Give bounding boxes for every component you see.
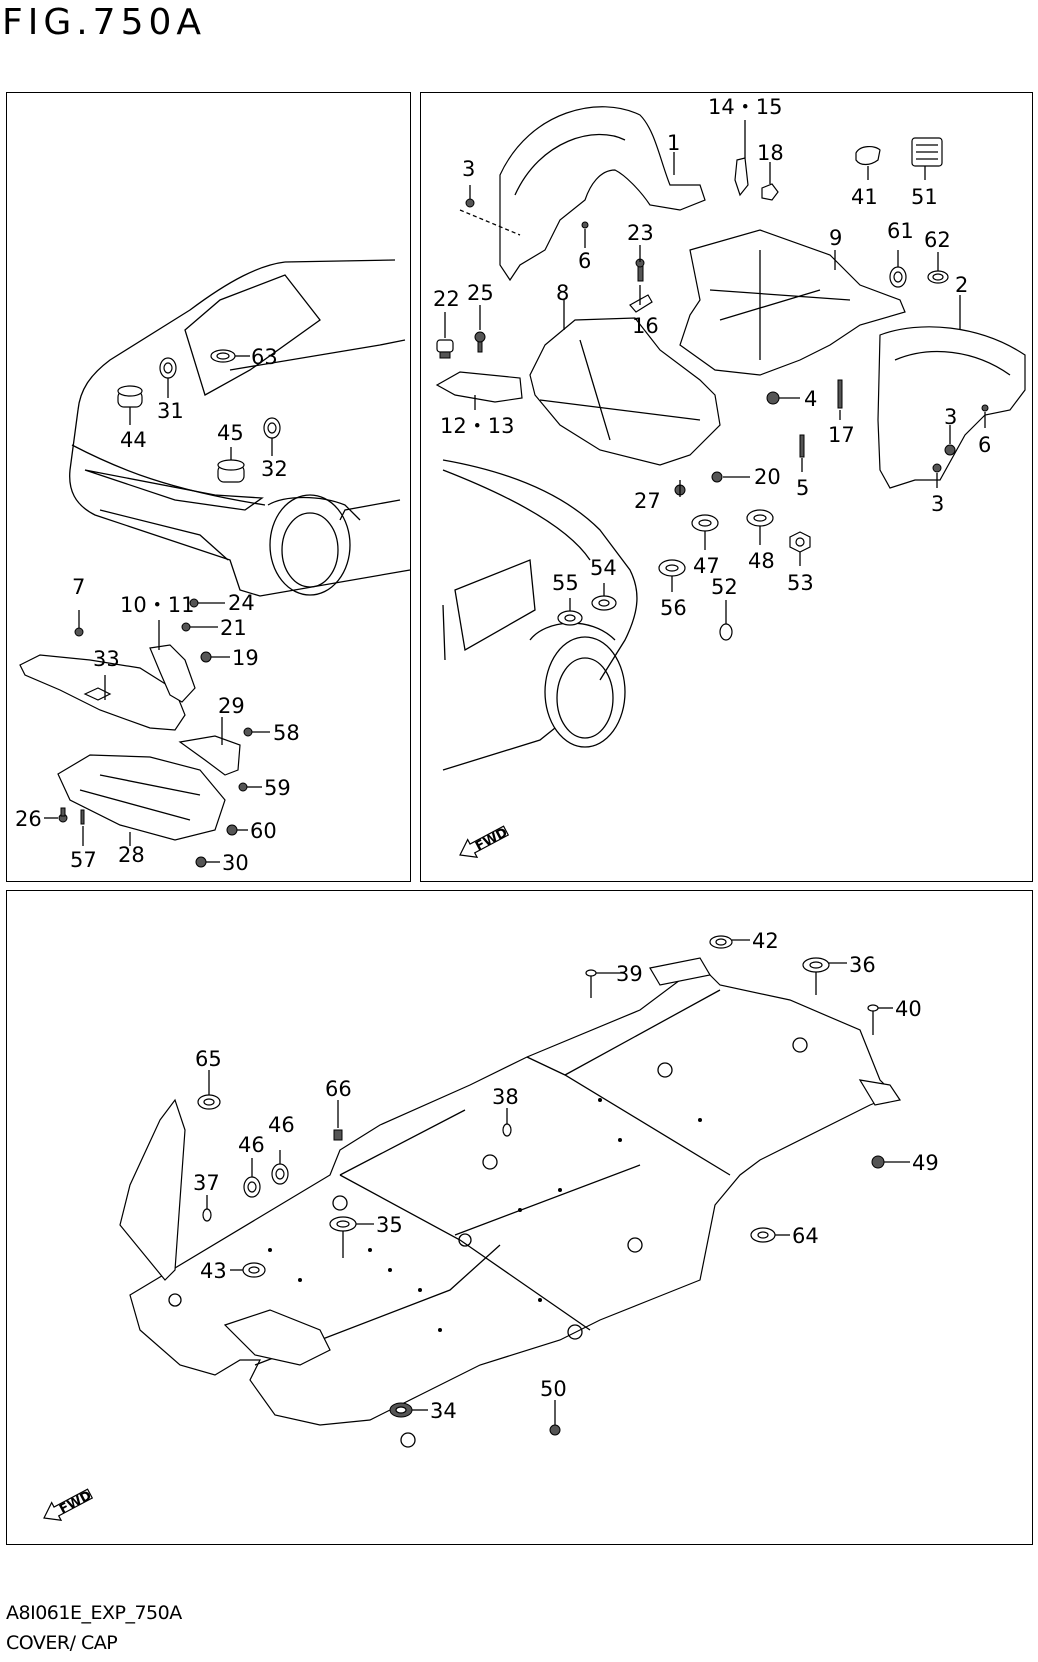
callout-label: 27 [634, 489, 661, 513]
figure-title: FIG.750A [2, 2, 207, 43]
callout-label: 6 [978, 433, 991, 457]
callout-label: 5 [796, 476, 809, 500]
bottom-leader-lines [206, 939, 910, 1425]
callout-label: 29 [218, 694, 245, 718]
callout-label: 53 [787, 571, 814, 595]
callout-label: 28 [118, 843, 145, 867]
callout-label: 36 [849, 953, 876, 977]
callout-label: 37 [193, 1171, 220, 1195]
callout-label: 48 [748, 549, 775, 573]
callout-label: 6 [578, 249, 591, 273]
panel-right [420, 92, 1033, 882]
callout-label: 40 [895, 997, 922, 1021]
callout-label: 31 [157, 399, 184, 423]
callout-label: 65 [195, 1047, 222, 1071]
callout-label: 12・13 [440, 414, 514, 438]
callout-label: 50 [540, 1377, 567, 1401]
callout-label: 60 [250, 819, 277, 843]
callout-label: 61 [887, 219, 914, 243]
callout-label: 7 [72, 575, 85, 599]
fwd-label: FWD [57, 1488, 94, 1517]
callout-label: 44 [120, 428, 147, 452]
callout-label: 30 [222, 851, 249, 875]
fwd-arrow-right: FWD [459, 825, 510, 859]
callout-label: 57 [70, 848, 97, 872]
callout-label: 47 [693, 554, 720, 578]
fwd-label: FWD [473, 825, 510, 854]
right-vehicle-side-drawing [442, 459, 638, 771]
callout-label: 63 [251, 345, 278, 369]
right-parts [435, 106, 1026, 641]
callout-label: 8 [556, 281, 569, 305]
callout-label: 10・11 [120, 593, 194, 617]
fwd-arrow-bottom: FWD [43, 1488, 94, 1522]
callout-label: 38 [492, 1085, 519, 1109]
bottom-parts [197, 935, 885, 1436]
callout-label: 9 [829, 226, 842, 250]
callout-label: 23 [627, 221, 654, 245]
callout-label: 43 [200, 1259, 227, 1283]
callout-label: 16 [632, 314, 659, 338]
right-callout-labels: 14・15 1 18 41 51 3 6 23 9 61 62 2 22 25 … [433, 95, 991, 620]
left-vehicle-front-drawing [69, 259, 411, 597]
callout-label: 14・15 [708, 95, 782, 119]
callout-label: 19 [232, 646, 259, 670]
callout-label: 46 [238, 1133, 265, 1157]
floor-under-cover-drawing [119, 957, 901, 1448]
callout-label: 26 [15, 807, 42, 831]
bottom-callout-labels: 42 36 39 40 65 66 38 46 46 49 37 35 64 4… [193, 929, 939, 1423]
callout-label: 4 [804, 387, 817, 411]
callout-label: 3 [931, 492, 944, 516]
callout-label: 66 [325, 1077, 352, 1101]
callout-label: 59 [264, 776, 291, 800]
drawing-code: A8I061E_EXP_750A [6, 1602, 182, 1624]
figure-caption: COVER/ CAP [6, 1632, 118, 1654]
callout-label: 52 [711, 575, 738, 599]
callout-label: 41 [851, 185, 878, 209]
callout-label: 2 [955, 273, 968, 297]
right-leader-lines [444, 120, 986, 624]
panel-bottom [6, 890, 1033, 1545]
callout-label: 18 [757, 141, 784, 165]
callout-label: 33 [93, 647, 120, 671]
callout-label: 45 [217, 421, 244, 445]
callout-label: 17 [828, 423, 855, 447]
callout-label: 54 [590, 556, 617, 580]
callout-label: 34 [430, 1399, 457, 1423]
callout-label: 24 [228, 591, 255, 615]
callout-label: 22 [433, 287, 460, 311]
callout-label: 1 [667, 131, 680, 155]
callout-label: 56 [660, 596, 687, 620]
callout-label: 49 [912, 1151, 939, 1175]
callout-label: 62 [924, 228, 951, 252]
left-callout-labels: 63 31 44 45 32 7 24 10・11 21 19 33 29 58… [15, 345, 300, 875]
callout-label: 51 [911, 185, 938, 209]
left-leader-lines [44, 355, 273, 863]
callout-label: 55 [552, 571, 579, 595]
callout-label: 46 [268, 1113, 295, 1137]
callout-label: 25 [467, 281, 494, 305]
callout-label: 42 [752, 929, 779, 953]
callout-label: 35 [376, 1213, 403, 1237]
callout-label: 20 [754, 465, 781, 489]
callout-label: 3 [462, 157, 475, 181]
callout-label: 39 [616, 962, 643, 986]
callout-label: 21 [220, 616, 247, 640]
callout-label: 58 [273, 721, 300, 745]
panel-left [6, 92, 411, 882]
callout-label: 3 [944, 405, 957, 429]
callout-label: 64 [792, 1224, 819, 1248]
left-parts [19, 349, 281, 868]
callout-label: 32 [261, 457, 288, 481]
